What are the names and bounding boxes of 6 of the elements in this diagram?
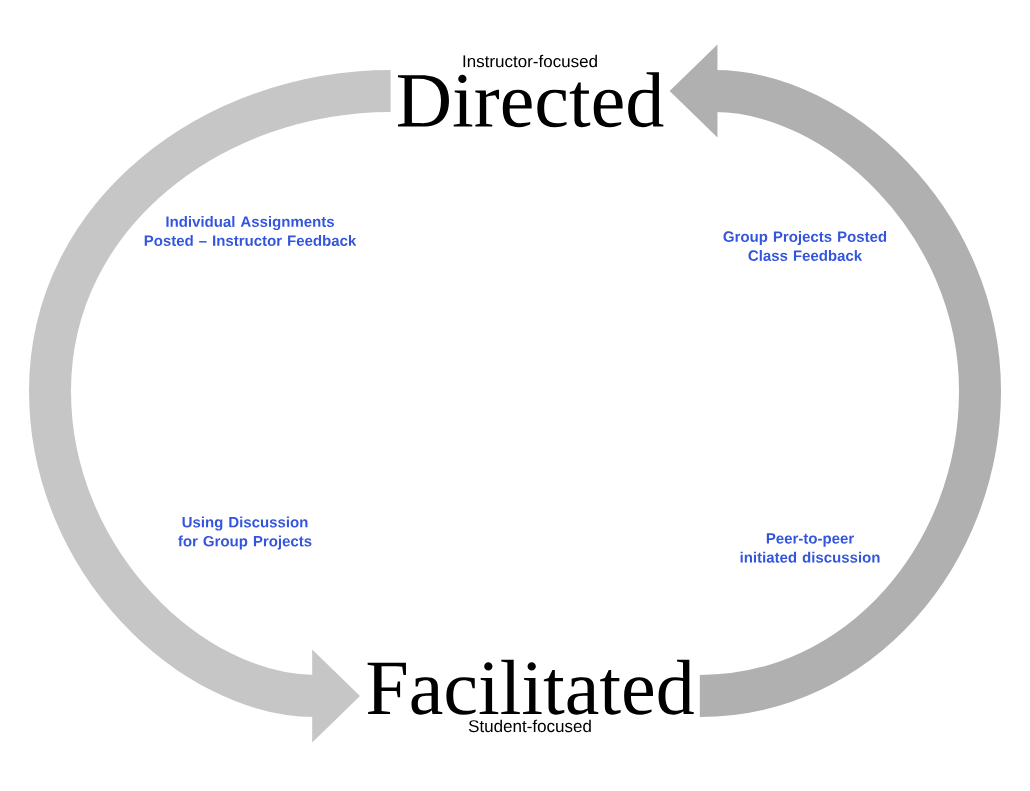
stage-label: Facilitated Student-focused [367, 659, 694, 733]
annotation-text: Using Discussion for Group Projects [178, 516, 312, 550]
annotation-text: Individual Assignments Posted – Instructor Feedback [144, 216, 357, 246]
annotation-text: Group Projects Posted Class Feedback [723, 231, 887, 261]
stage-label: Instructor-focused Directed [398, 54, 664, 128]
annotation-text: Peer-to-peer initiated discussion [740, 533, 880, 563]
